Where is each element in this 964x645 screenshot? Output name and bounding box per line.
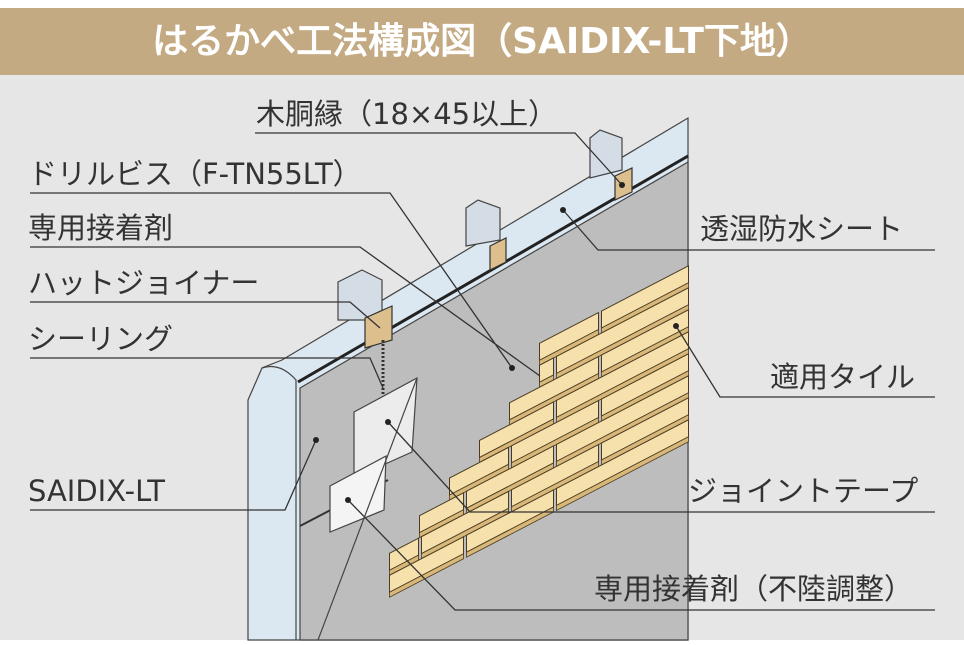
leader-lines	[30, 132, 935, 611]
tile-edge	[556, 436, 689, 512]
tile-edge	[389, 553, 464, 598]
label-tile: 適用タイル	[770, 360, 916, 394]
joint-tape-lower	[329, 454, 387, 533]
label-joint-tape: ジョイントテープ	[688, 474, 919, 508]
label-hat-joiner: ハットジョイナー	[28, 266, 260, 300]
label-saidix-lt: SAIDIX-LT	[28, 474, 165, 508]
label-adhesive-leveling: 専用接着剤（不陸調整）	[594, 572, 914, 606]
label-membrane: 透湿防水シート	[700, 212, 904, 246]
label-sealing: シーリング	[28, 322, 174, 356]
saidix-lt-board	[299, 160, 689, 641]
joint-tape-upper	[353, 376, 418, 479]
membrane-curl	[261, 365, 297, 640]
diagram-title: はるかべ工法構成図（SAIDIX-LT下地）	[0, 8, 964, 75]
leader-dots	[313, 182, 679, 503]
label-wood-furring: 木胴縁（18×45以上）	[256, 97, 558, 131]
cutaway-edge	[317, 377, 418, 641]
hat-joiner-posts	[337, 129, 623, 321]
tile-layer	[389, 264, 689, 598]
label-adhesive: 専用接着剤	[28, 211, 174, 245]
label-drill-screw: ドリルビス（F-TN55LT）	[28, 157, 362, 191]
